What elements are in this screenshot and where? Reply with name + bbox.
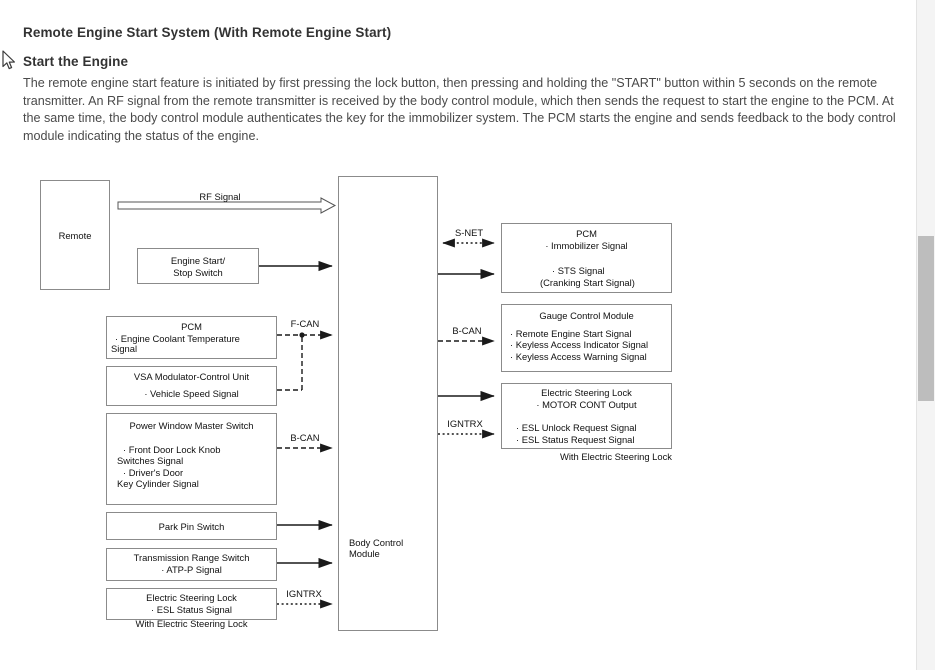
gauge-signal-1: · Remote Engine Start Signal (510, 327, 632, 339)
pcm-right-top-signal: · Immobilizer Signal (545, 239, 628, 251)
gauge-control-module-title: Gauge Control Module (539, 310, 634, 321)
esl-right-caption: With Electric Steering Lock (559, 451, 672, 462)
pcm-right-box: PCM · Immobilizer Signal · STS Signal (C… (501, 223, 672, 293)
transmission-range-switch-title: Transmission Range Switch (133, 552, 250, 563)
vsa-modulator-control-unit-box: VSA Modulator-Control Unit · Vehicle Spe… (106, 366, 277, 406)
s-net-label: S-NET (454, 227, 484, 238)
transmission-range-switch-signal: · ATP-P Signal (161, 563, 222, 575)
power-window-signal-3: · Driver's Door (123, 466, 184, 478)
body-paragraph: The remote engine start feature is initi… (23, 76, 896, 143)
remote-label: Remote (58, 230, 92, 241)
vertical-scrollbar-thumb[interactable] (918, 236, 934, 401)
esl-right-top-signal: · MOTOR CONT Output (536, 398, 637, 410)
engine-start-stop-switch-box: Engine Start/ Stop Switch (137, 248, 259, 284)
power-window-signal-1: · Front Door Lock Knob (123, 443, 221, 455)
esl-right-bottom-signal-1: · ESL Unlock Request Signal (516, 422, 637, 434)
esl-left-signal: · ESL Status Signal (151, 603, 232, 615)
rf-signal-label: RF Signal (199, 191, 241, 202)
gauge-control-module-box: Gauge Control Module · Remote Engine Sta… (501, 304, 672, 372)
esl-left-title: Electric Steering Lock (146, 592, 237, 603)
vsa-signal: · Vehicle Speed Signal (144, 387, 239, 399)
pcm-left-signal-1: · Engine Coolant Temperature (115, 332, 240, 344)
igntrx-right-label: IGNTRX (447, 418, 483, 429)
power-window-signal-4: Key Cylinder Signal (117, 478, 199, 490)
engine-start-stop-switch-line2: Stop Switch (173, 266, 223, 278)
page-title: Remote Engine Start System (With Remote … (23, 25, 392, 40)
b-can-right-label: B-CAN (452, 325, 482, 336)
gauge-signal-2: · Keyless Access Indicator Signal (510, 339, 649, 351)
esl-right-bottom-signal-2: · ESL Status Request Signal (516, 433, 635, 445)
gauge-signal-3: · Keyless Access Warning Signal (510, 350, 647, 362)
f-can-label: F-CAN (290, 318, 320, 329)
vsa-title: VSA Modulator-Control Unit (133, 371, 250, 382)
park-pin-switch-title: Park Pin Switch (158, 521, 225, 532)
electric-steering-lock-right-box: Electric Steering Lock · MOTOR CONT Outp… (501, 383, 672, 449)
power-window-signal-2: Switches Signal (117, 455, 184, 467)
pcm-right-bottom-signal-2: (Cranking Start Signal) (540, 276, 635, 288)
body-control-module-box: Body Control Module (338, 176, 438, 631)
body-control-module-line2: Module (349, 548, 380, 559)
electric-steering-lock-left-box: Electric Steering Lock · ESL Status Sign… (106, 588, 277, 620)
igntrx-left-label: IGNTRX (286, 588, 322, 599)
esl-right-title: Electric Steering Lock (541, 387, 632, 398)
transmission-range-switch-box: Transmission Range Switch · ATP-P Signal (106, 548, 277, 581)
body-control-module-line1: Body Control (349, 537, 404, 548)
power-window-master-switch-title: Power Window Master Switch (129, 420, 254, 431)
pcm-left-title: PCM (181, 321, 202, 332)
pcm-right-title: PCM (576, 228, 597, 239)
esl-left-caption: With Electric Steering Lock (135, 618, 248, 629)
vertical-scrollbar-track[interactable] (916, 0, 935, 670)
pcm-right-bottom-signal-1: · STS Signal (552, 265, 605, 277)
engine-start-stop-switch-line1: Engine Start/ (170, 255, 226, 266)
mouse-cursor-icon (2, 50, 15, 70)
pcm-left-signal-2: Signal (111, 343, 138, 355)
b-can-left-label: B-CAN (290, 432, 320, 443)
section-title: Start the Engine (23, 54, 129, 69)
power-window-master-switch-box: Power Window Master Switch · Front Door … (106, 413, 277, 505)
remote-box: Remote (40, 180, 110, 290)
pcm-left-box: PCM · Engine Coolant Temperature Signal (106, 316, 277, 359)
park-pin-switch-box: Park Pin Switch (106, 512, 277, 540)
